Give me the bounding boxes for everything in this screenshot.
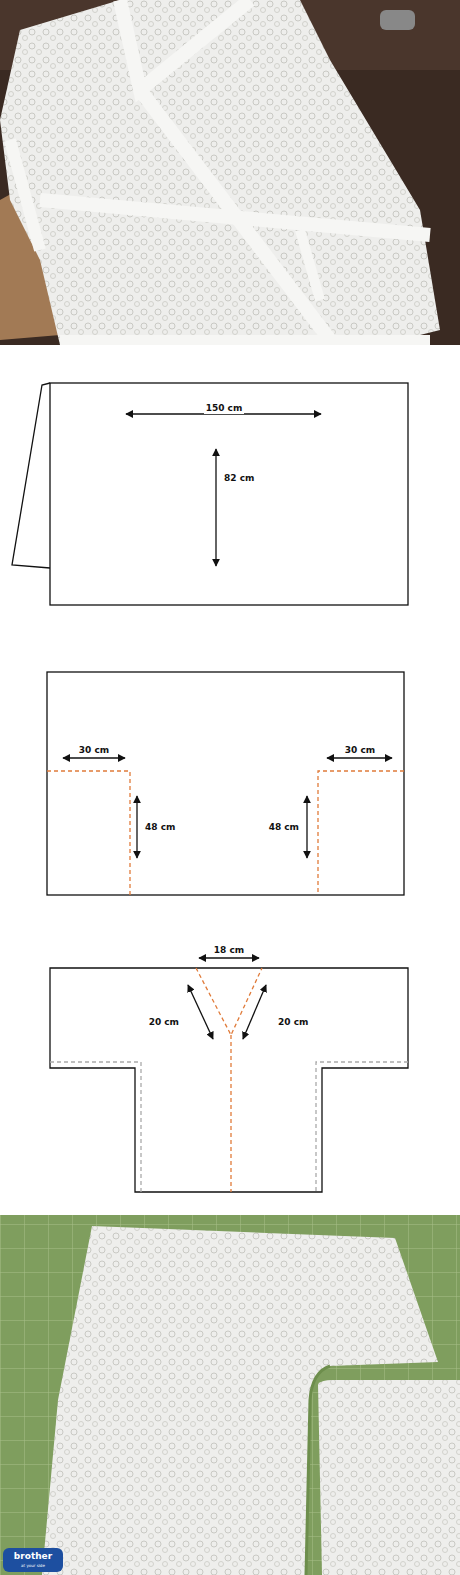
watermark-slogan: at your side <box>21 1563 45 1568</box>
dimension-label: 20 cm <box>276 1016 310 1028</box>
lace-on-mat-photo <box>0 1215 460 1575</box>
dimension-label: 82 cm <box>222 472 256 484</box>
dimension-label: 30 cm <box>77 744 111 756</box>
dimension-label: 18 cm <box>212 944 246 956</box>
kimono-photo <box>0 0 460 345</box>
dimension-label: 20 cm <box>147 1016 181 1028</box>
dimension-label: 150 cm <box>204 402 245 414</box>
dimension-label: 48 cm <box>143 821 177 833</box>
watermark-logo: brother <box>14 1551 52 1561</box>
dimension-label: 48 cm <box>267 821 301 833</box>
cut-lines <box>47 672 404 895</box>
dimension-label: 30 cm <box>343 744 377 756</box>
kimono-pattern <box>50 958 408 1192</box>
folded-fabric <box>12 383 408 605</box>
